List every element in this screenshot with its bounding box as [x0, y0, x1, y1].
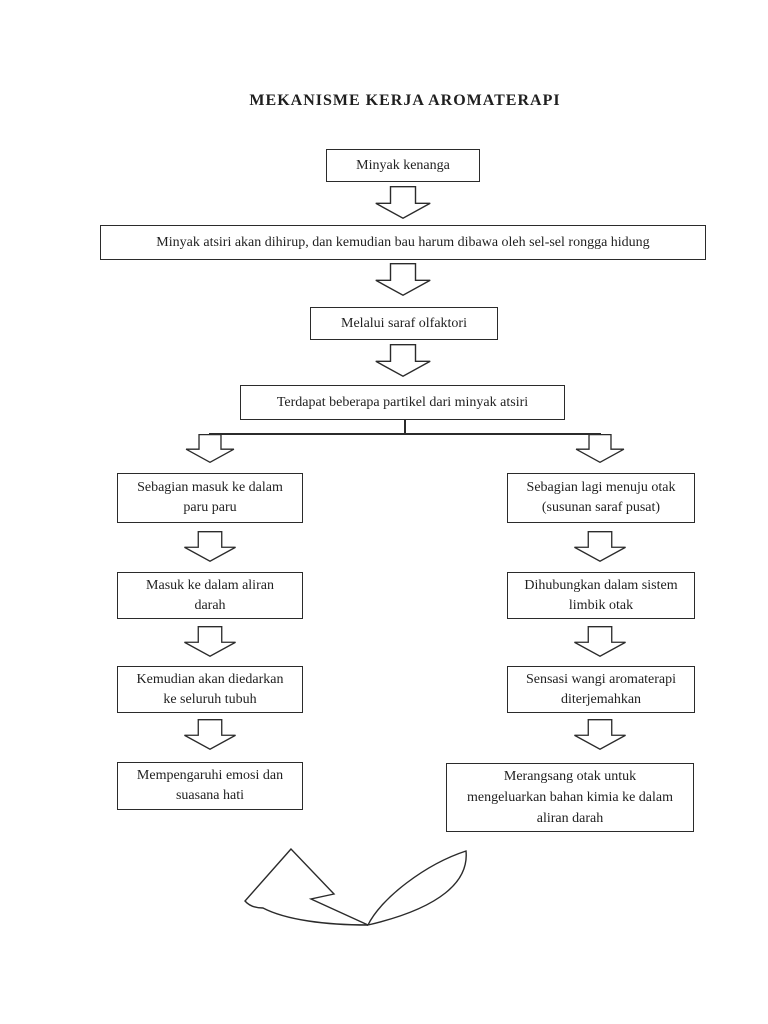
flow-box-partikel: Terdapat beberapa partikel dari minyak a… — [240, 385, 565, 420]
down-block-arrow-icon — [375, 263, 431, 296]
down-block-arrow-icon — [574, 719, 626, 750]
down-block-arrow-icon — [575, 434, 625, 463]
down-block-arrow-icon — [375, 186, 431, 219]
curved-arrow-icon — [244, 847, 467, 927]
left-branch-box-emosi: Mempengaruhi emosi dan suasana hati — [117, 762, 303, 810]
down-block-arrow-icon — [574, 626, 626, 657]
down-block-arrow-icon — [375, 344, 431, 377]
right-branch-box-sistem-limbik: Dihubungkan dalam sistem limbik otak — [507, 572, 695, 619]
down-block-arrow-icon — [185, 434, 235, 463]
flow-box-saraf-olfaktori: Melalui saraf olfaktori — [310, 307, 498, 340]
down-block-arrow-icon — [184, 719, 236, 750]
right-branch-box-menuju-otak: Sebagian lagi menuju otak (susunan saraf… — [507, 473, 695, 523]
down-block-arrow-icon — [184, 531, 236, 562]
page-title: MEKANISME KERJA AROMATERAPI — [249, 92, 561, 109]
down-block-arrow-icon — [574, 531, 626, 562]
branch-connector-stub — [404, 420, 406, 434]
flow-box-minyak-kenanga: Minyak kenanga — [326, 149, 480, 182]
left-branch-box-aliran-darah: Masuk ke dalam aliran darah — [117, 572, 303, 619]
right-branch-box-merangsang-otak: Merangsang otak untuk mengeluarkan bahan… — [446, 763, 694, 832]
left-branch-box-diedarkan: Kemudian akan diedarkan ke seluruh tubuh — [117, 666, 303, 713]
flow-box-dihirup: Minyak atsiri akan dihirup, dan kemudian… — [100, 225, 706, 260]
down-block-arrow-icon — [184, 626, 236, 657]
branch-connector-line — [209, 433, 601, 435]
left-branch-box-paru-paru: Sebagian masuk ke dalam paru paru — [117, 473, 303, 523]
right-branch-box-sensasi-wangi: Sensasi wangi aromaterapi diterjemahkan — [507, 666, 695, 713]
